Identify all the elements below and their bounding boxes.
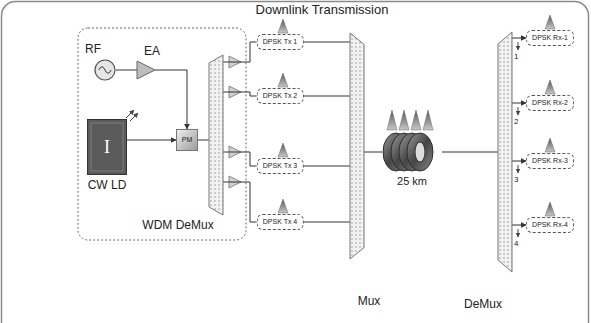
wavelength-mux: Mux <box>350 33 364 259</box>
box-text: DPSK Tx 4 <box>263 218 298 226</box>
wdm-demux: WDM DeMux <box>209 55 223 215</box>
callout-number: 2 <box>514 117 518 126</box>
transmitter-group <box>78 28 246 240</box>
signal-connector <box>127 140 176 141</box>
part-label: 25 km <box>397 175 427 188</box>
signal-connector <box>116 70 137 71</box>
signal-connector <box>223 42 257 62</box>
wavelength-demux: DeMux <box>498 32 512 272</box>
signal-connector <box>512 103 526 104</box>
signal-connector <box>303 166 350 167</box>
fiber-spool-outline <box>382 132 442 172</box>
signal-connector <box>303 96 350 97</box>
signal-connector <box>364 152 382 153</box>
part-label: RF <box>85 43 101 57</box>
box-text: DPSK Rx-1 <box>532 34 568 42</box>
signal-connector <box>303 222 350 223</box>
wavelength-demux-outline <box>498 32 512 272</box>
dpsk-transmitter: DPSK Tx 1 <box>257 34 304 50</box>
diagram-title: Downlink Transmission <box>256 3 389 18</box>
dpsk-receiver: DPSK Rx-4 <box>526 217 574 233</box>
box-text: DPSK Rx-2 <box>532 99 568 107</box>
dpsk-receiver: DPSK Rx-3 <box>526 153 574 169</box>
electrical-amplifier-outline <box>137 61 155 79</box>
part-label: CW LD <box>88 179 127 193</box>
signal-connector <box>223 182 257 222</box>
signal-connector <box>155 70 187 129</box>
signal-connector <box>442 152 498 153</box>
box-text: DPSK Tx 1 <box>263 38 298 46</box>
part-label: EA <box>144 45 160 59</box>
dpsk-transmitter: DPSK Tx 4 <box>257 214 304 230</box>
dpsk-receiver: DPSK Rx-1 <box>526 30 574 46</box>
dpsk-transmitter: DPSK Tx 2 <box>257 88 304 104</box>
callout-number: 3 <box>514 175 518 184</box>
signal-connector <box>223 152 257 166</box>
signal-connector <box>512 38 526 39</box>
part-label: Mux <box>358 295 381 309</box>
callout-number: 4 <box>514 239 518 248</box>
electrical-amplifier: EA <box>137 61 155 79</box>
part-label: WDM DeMux <box>142 219 213 233</box>
rf-source-outline <box>94 59 116 81</box>
cw-laser: ICW LD <box>87 119 127 175</box>
signal-connector <box>198 140 209 141</box>
part-label: DeMux <box>464 298 502 312</box>
signal-connector <box>512 161 526 162</box>
dpsk-transmitter: DPSK Tx 3 <box>257 158 304 174</box>
box-text: DPSK Tx 2 <box>263 92 298 100</box>
output-taps <box>518 42 519 237</box>
phase-modulator: PM <box>176 129 198 151</box>
wavelength-mux-outline <box>350 33 364 259</box>
signal-connector <box>303 42 350 43</box>
box-text: PM <box>182 136 193 144</box>
laser-emission <box>126 110 138 121</box>
fiber-spool: 25 km <box>382 132 442 172</box>
dpsk-receiver: DPSK Rx-2 <box>526 95 574 111</box>
spectral-peaks <box>278 15 555 216</box>
wdm-demux-outline <box>209 55 223 215</box>
signal-connector <box>512 225 526 226</box>
callout-number: 1 <box>514 52 518 61</box>
box-text: I <box>104 137 110 158</box>
box-text: DPSK Rx-3 <box>532 157 568 165</box>
box-text: DPSK Tx 3 <box>263 162 298 170</box>
box-text: DPSK Rx-4 <box>532 221 568 229</box>
rf-source: RF <box>94 59 116 81</box>
signal-connector <box>223 92 257 96</box>
amplifiers <box>229 56 241 188</box>
